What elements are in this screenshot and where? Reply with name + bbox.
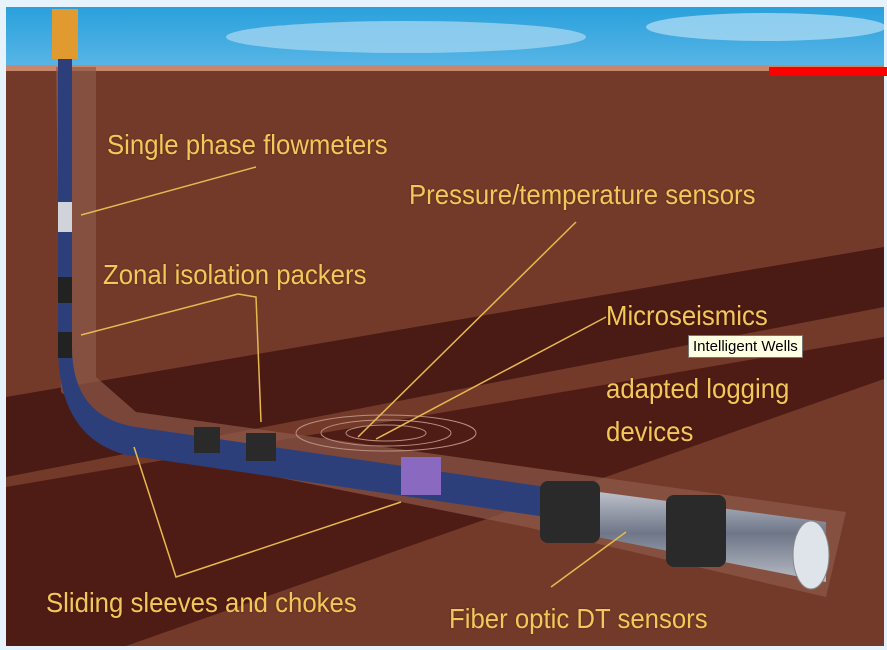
label-logging-line2: devices [606,416,694,447]
dark-stratum [6,247,884,477]
label-fiber: Fiber optic DT sensors [449,603,708,634]
label-logging-line1: adapted logging [606,373,790,404]
surface-line [6,65,884,71]
label-sleeves: Sliding sleeves and chokes [46,587,357,618]
leader-lines [80,166,627,588]
cloud [226,21,586,53]
pipe-end [792,520,830,590]
tooltip: Intelligent Wells [688,335,803,358]
red-marker-bar [769,67,887,76]
wellhead [52,9,78,59]
cloud [646,13,884,41]
packer [58,277,72,303]
sleeve [401,457,441,495]
label-packers: Zonal isolation packers [103,259,367,290]
intelligent-wells-diagram: Single phase flowmeters Pressure/tempera… [6,7,884,646]
microseismic-waves [295,414,477,452]
packer [246,433,276,461]
packer [666,495,726,567]
label-pt-sensors: Pressure/temperature sensors [409,179,756,210]
packer [58,332,72,358]
flowmeter [58,202,72,232]
packer [540,481,600,543]
label-microseismics: Microseismics [606,300,768,331]
packer [194,427,220,453]
label-flowmeters: Single phase flowmeters [107,129,388,160]
